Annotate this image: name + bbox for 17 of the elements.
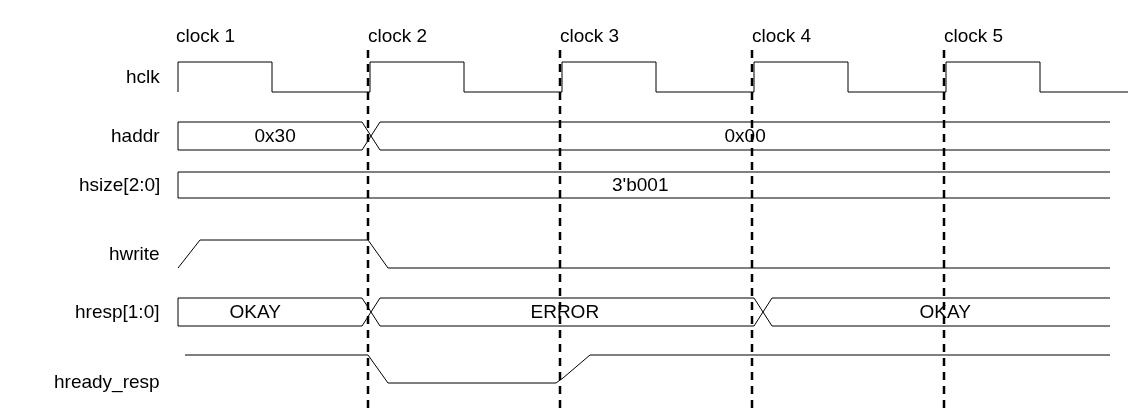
- signal-name: hresp[1:0]: [75, 301, 160, 323]
- clock-label: clock 3: [560, 25, 620, 47]
- bus-value: ERROR: [530, 301, 600, 323]
- clock-label: clock 4: [752, 25, 812, 47]
- bus-value: 0x00: [724, 125, 766, 147]
- signal-name: hwrite: [109, 243, 160, 265]
- clock-label: clock 5: [944, 25, 1004, 47]
- bus-value: 0x30: [254, 125, 296, 147]
- clock-label: clock 2: [368, 25, 428, 47]
- signal-name: hclk: [126, 66, 160, 88]
- bus-value: 3'b001: [612, 174, 669, 196]
- signal-name: hready_resp: [54, 371, 160, 393]
- signal-name: hsize[2:0]: [79, 174, 161, 196]
- signal-name: haddr: [111, 125, 160, 147]
- bus-value: OKAY: [919, 301, 971, 323]
- bus-value: OKAY: [229, 301, 281, 323]
- clock-label: clock 1: [176, 25, 236, 47]
